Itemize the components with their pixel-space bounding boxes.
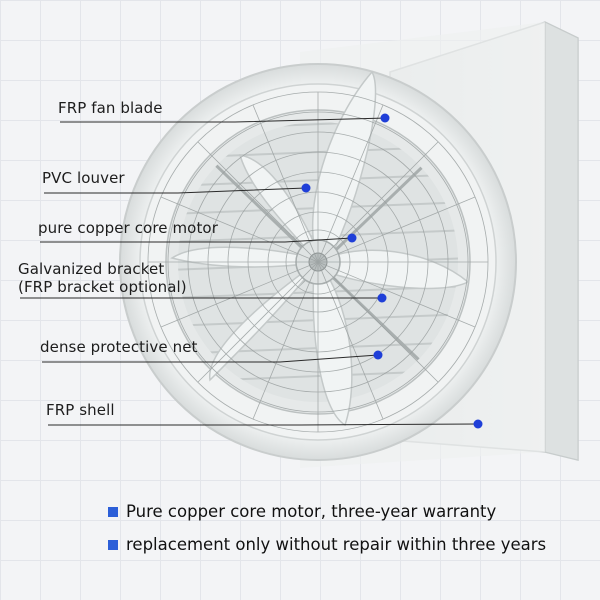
callout-galvanized-bracket: Galvanized bracket (FRP bracket optional… bbox=[18, 260, 187, 296]
protective-net-grid bbox=[147, 91, 489, 433]
callout-pvc-louver: PVC louver bbox=[42, 169, 125, 187]
marker-dot-protective-net bbox=[373, 350, 383, 360]
marker-dot-pvc-louver bbox=[301, 183, 311, 193]
callout-lines bbox=[20, 117, 479, 426]
feature-warranty-text: Pure copper core motor, three-year warra… bbox=[126, 502, 497, 521]
callout-bracket-text-line2: (FRP bracket optional) bbox=[18, 278, 187, 296]
callout-protective-net: dense protective net bbox=[40, 338, 198, 356]
marker-dot-fan-blade bbox=[380, 113, 390, 123]
bullet-square-icon bbox=[108, 539, 118, 550]
callout-bracket-text-line1: Galvanized bracket bbox=[18, 260, 165, 278]
callout-frp-shell: FRP shell bbox=[46, 401, 115, 419]
callout-markers bbox=[301, 113, 483, 429]
callout-fan-blade-text: FRP fan blade bbox=[58, 99, 163, 117]
callout-fan-blade: FRP fan blade bbox=[58, 99, 163, 117]
callout-protective-net-text: dense protective net bbox=[40, 338, 198, 356]
marker-dot-copper-motor bbox=[347, 233, 357, 243]
callout-pvc-louver-text: PVC louver bbox=[42, 169, 125, 187]
marker-dot-bracket bbox=[377, 293, 387, 303]
callout-copper-motor-text: pure copper core motor bbox=[38, 219, 218, 237]
feature-bullet-replacement: replacement only without repair within t… bbox=[108, 535, 546, 554]
feature-bullet-warranty: Pure copper core motor, three-year warra… bbox=[108, 502, 496, 521]
bullet-square-icon bbox=[108, 506, 118, 517]
callout-frp-shell-text: FRP shell bbox=[46, 401, 115, 419]
callout-copper-motor: pure copper core motor bbox=[38, 219, 218, 237]
marker-dot-frp-shell bbox=[473, 419, 483, 429]
feature-replacement-text: replacement only without repair within t… bbox=[126, 535, 547, 554]
